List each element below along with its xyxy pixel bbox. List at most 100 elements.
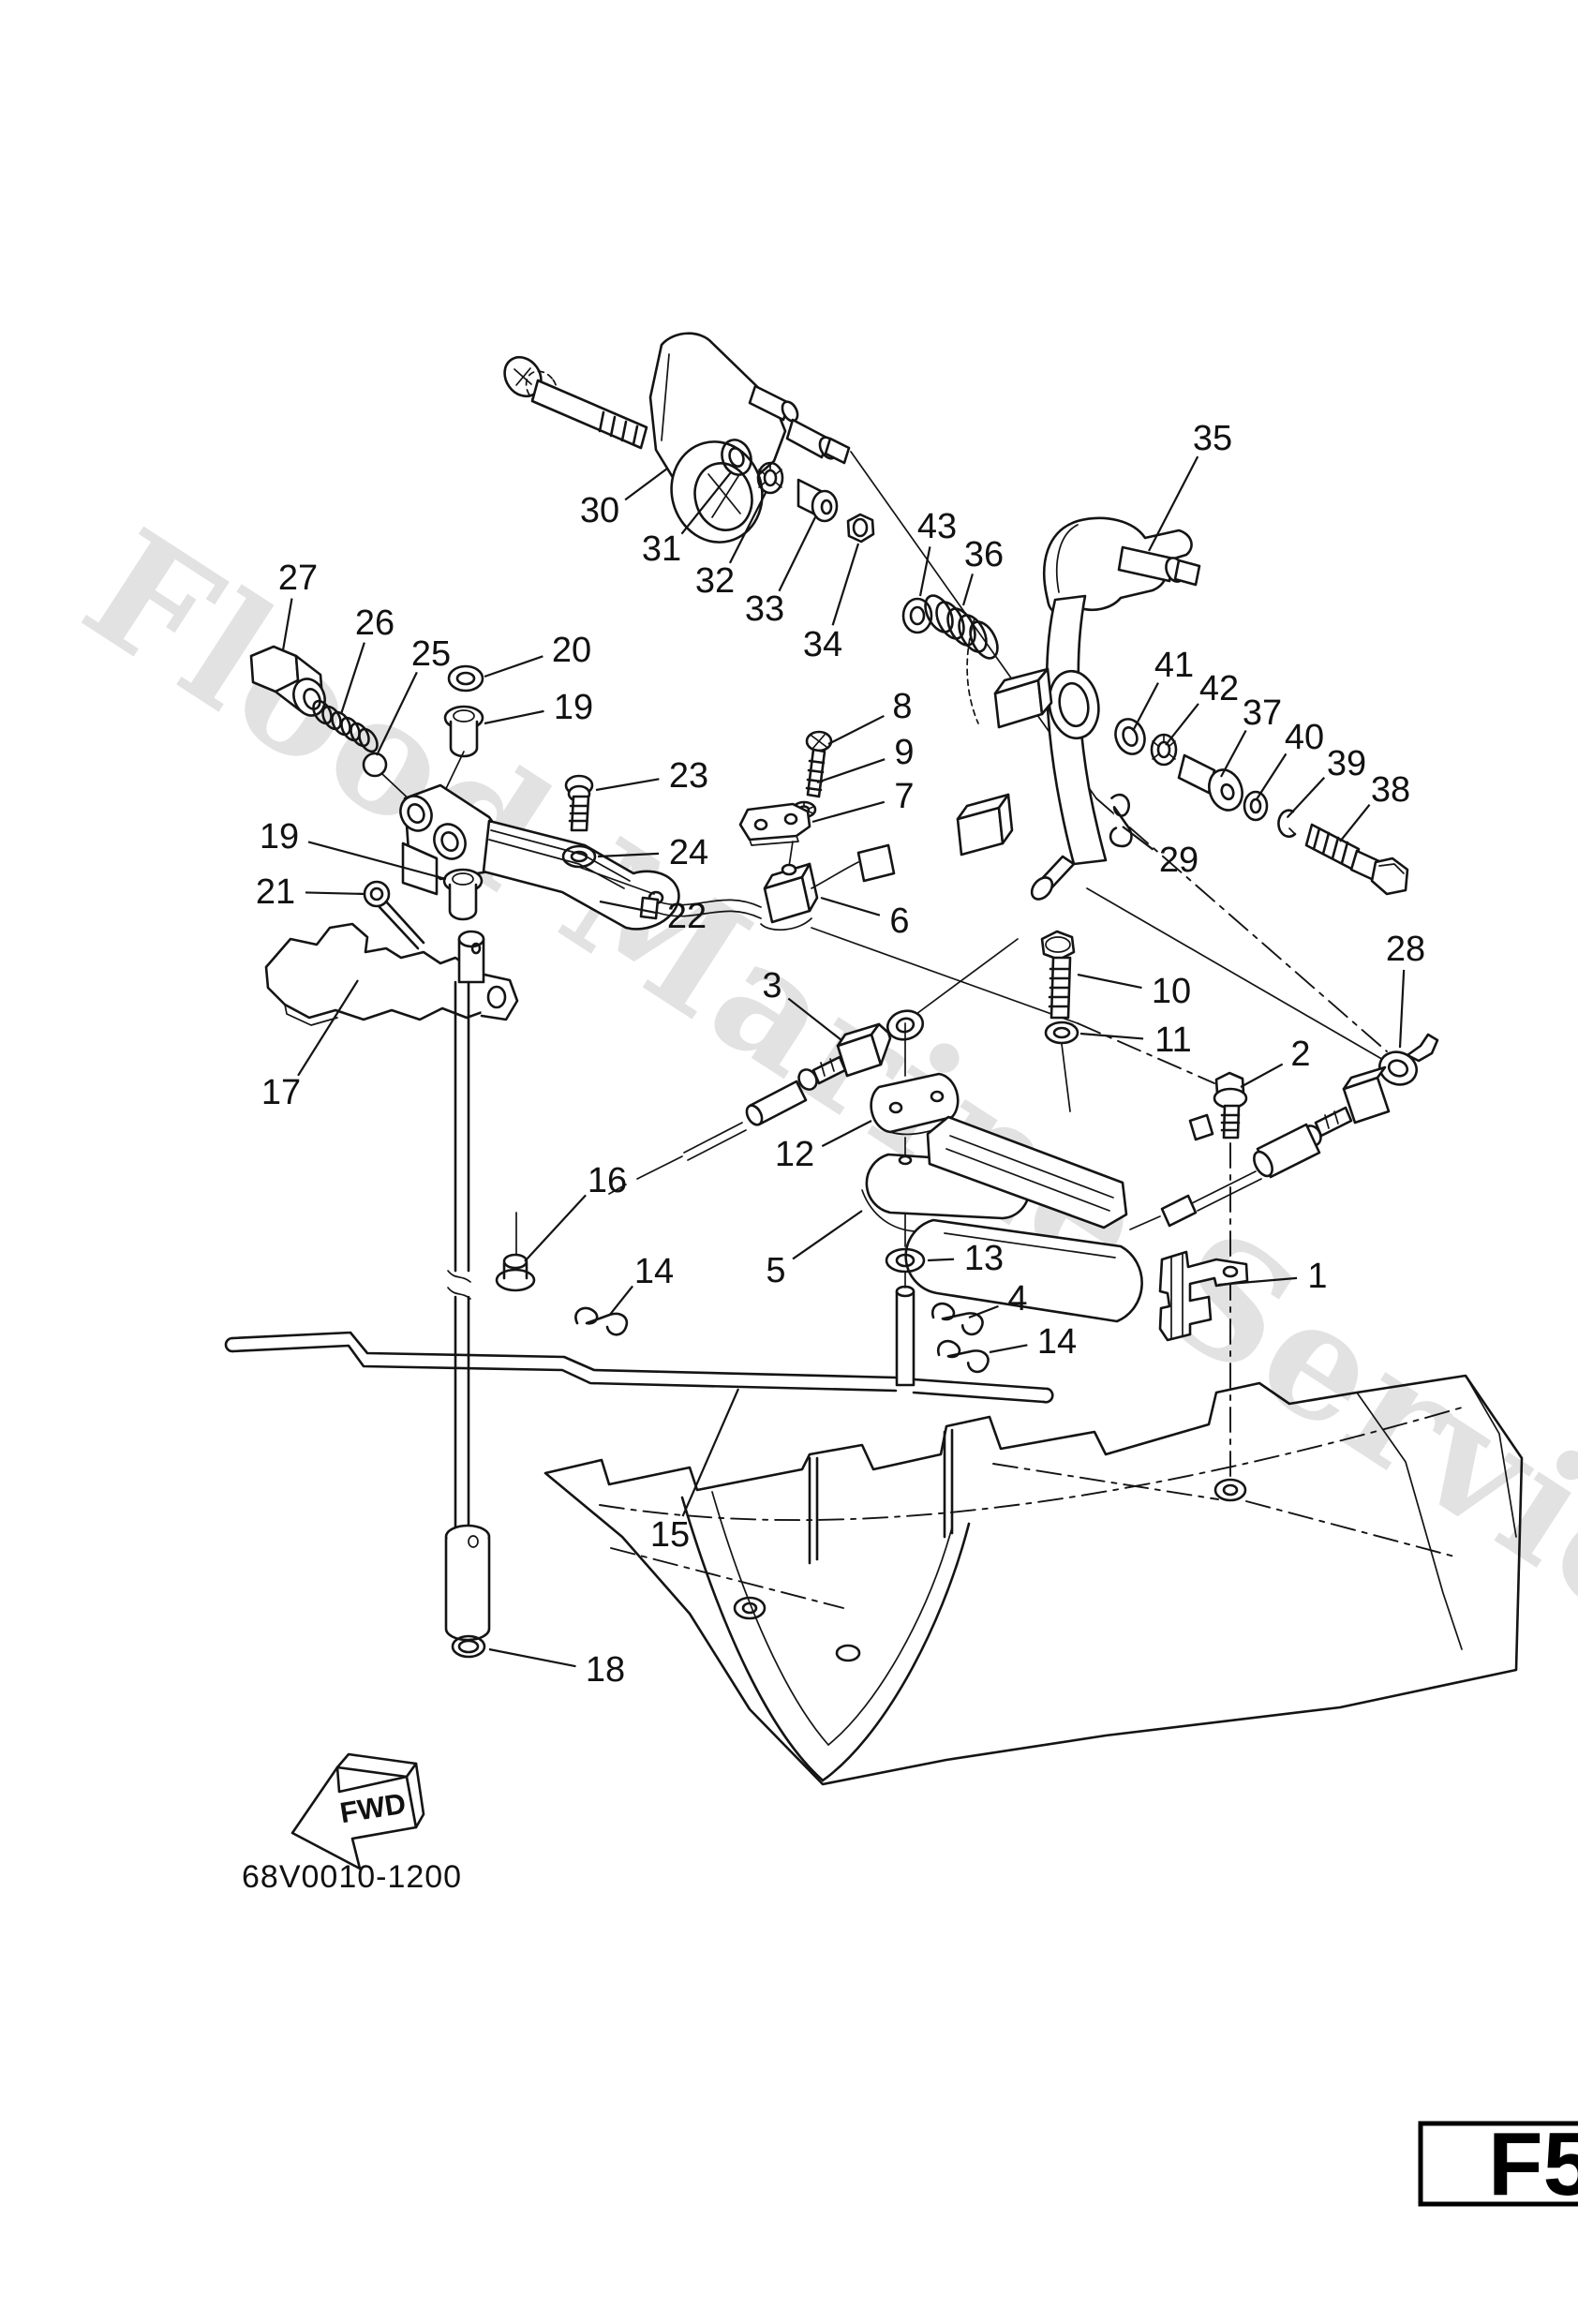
part-callout-34: 34 [803,543,860,664]
svg-text:19: 19 [260,817,299,857]
part-19-bushing-lower [442,868,484,921]
part-32-lock-washer [756,461,784,495]
part-callout-43: 43 [917,507,957,597]
part-22-throttle-arm [399,783,680,931]
part-callout-26: 26 [339,603,394,715]
svg-text:43: 43 [917,507,957,546]
svg-text:28: 28 [1386,930,1425,969]
part-callout-40: 40 [1256,718,1324,800]
svg-text:16: 16 [588,1161,627,1200]
svg-text:2: 2 [1290,1035,1310,1074]
part-callout-18: 18 [488,1647,625,1690]
part-callout-19: 19 [260,817,447,881]
part-8-screw [805,730,833,798]
part-callout-10: 10 [1077,972,1191,1011]
svg-text:22: 22 [667,897,707,936]
part-14-clip-left [574,1306,629,1336]
part-15-link-rod [224,1285,1054,1404]
svg-text:30: 30 [580,491,619,530]
part-28-cable-joint [1129,1033,1439,1230]
part-27-fitting [249,645,326,717]
svg-text:24: 24 [669,833,708,872]
svg-text:12: 12 [775,1135,814,1174]
svg-text:27: 27 [278,559,318,598]
svg-text:25: 25 [411,634,451,674]
svg-text:21: 21 [256,872,295,912]
svg-text:42: 42 [1199,669,1239,708]
mount-bar [926,1113,1214,1229]
page-ref-label: F5 [1488,2114,1578,2214]
part-callout-19: 19 [484,688,593,727]
svg-text:1: 1 [1307,1257,1327,1296]
part-callout-22: 22 [599,897,707,936]
part-callout-27: 27 [278,559,318,651]
svg-text:3: 3 [762,966,782,1006]
part-callout-12: 12 [775,1120,872,1174]
part-callout-33: 33 [745,516,816,629]
svg-text:13: 13 [964,1239,1004,1278]
part-callout-8: 8 [827,687,913,745]
svg-text:40: 40 [1285,718,1324,757]
part-callout-9: 9 [816,733,915,784]
part-callout-21: 21 [256,872,366,912]
part-callout-32: 32 [695,490,767,601]
part-callout-11: 11 [1079,1020,1192,1060]
part-37-shoulder-bolt [1177,753,1243,812]
svg-text:41: 41 [1154,646,1194,685]
part-callout-29: 29 [1122,826,1198,880]
part-callout-6: 6 [820,896,910,941]
part-callout-5: 5 [766,1210,863,1290]
svg-text:37: 37 [1243,693,1282,733]
svg-text:14: 14 [1037,1322,1077,1362]
part-callout-4: 4 [968,1279,1028,1319]
part-callout-31: 31 [642,471,732,569]
svg-text:20: 20 [552,631,591,670]
part-1-bracket [1158,1250,1249,1342]
svg-text:38: 38 [1371,770,1410,810]
svg-text:8: 8 [892,687,912,726]
svg-text:9: 9 [894,733,914,772]
part-39-circlip [1277,809,1297,839]
part-33-collar [796,478,839,523]
part-35-control-lever [956,516,1201,901]
svg-text:5: 5 [766,1251,785,1290]
part-38-bolt [1304,823,1409,896]
part-18-o-ring [451,1634,486,1659]
svg-text:17: 17 [261,1073,301,1112]
part-43-washer [901,597,933,634]
part-callout-24: 24 [597,833,708,872]
part-callout-41: 41 [1132,646,1194,732]
part-callout-17: 17 [261,979,359,1112]
part-42-lock-washer [1150,733,1178,767]
svg-text:32: 32 [695,561,735,601]
svg-text:31: 31 [642,529,681,569]
page-ref-box: F5 [1418,2114,1578,2214]
part-6-cable-clamp [639,843,896,931]
svg-text:23: 23 [669,756,708,796]
svg-text:26: 26 [355,603,394,643]
svg-text:7: 7 [894,777,914,816]
svg-text:14: 14 [634,1252,674,1291]
part-21-cotter-pin [363,880,425,950]
part-26-spring [312,699,379,753]
part-12-cam-plate [870,1022,960,1247]
part-callout-20: 20 [484,631,591,678]
part-callout-36: 36 [961,535,1004,606]
part-31-washer [721,439,752,476]
part-callout-39: 39 [1287,744,1366,818]
svg-text:29: 29 [1159,841,1198,880]
part-callout-3: 3 [762,966,842,1041]
part-callout-13: 13 [927,1239,1004,1278]
part-20-washer [447,664,484,693]
part-17-bracket [264,922,519,1026]
part-25-ball [362,752,388,778]
svg-text:39: 39 [1327,744,1366,783]
part-16-bushing [495,1212,536,1292]
part-callout-14: 14 [989,1322,1077,1362]
part-callout-25: 25 [376,634,451,756]
svg-text:6: 6 [889,901,909,941]
part-2-bolt [1213,1071,1248,1140]
part-callout-35: 35 [1148,419,1232,552]
